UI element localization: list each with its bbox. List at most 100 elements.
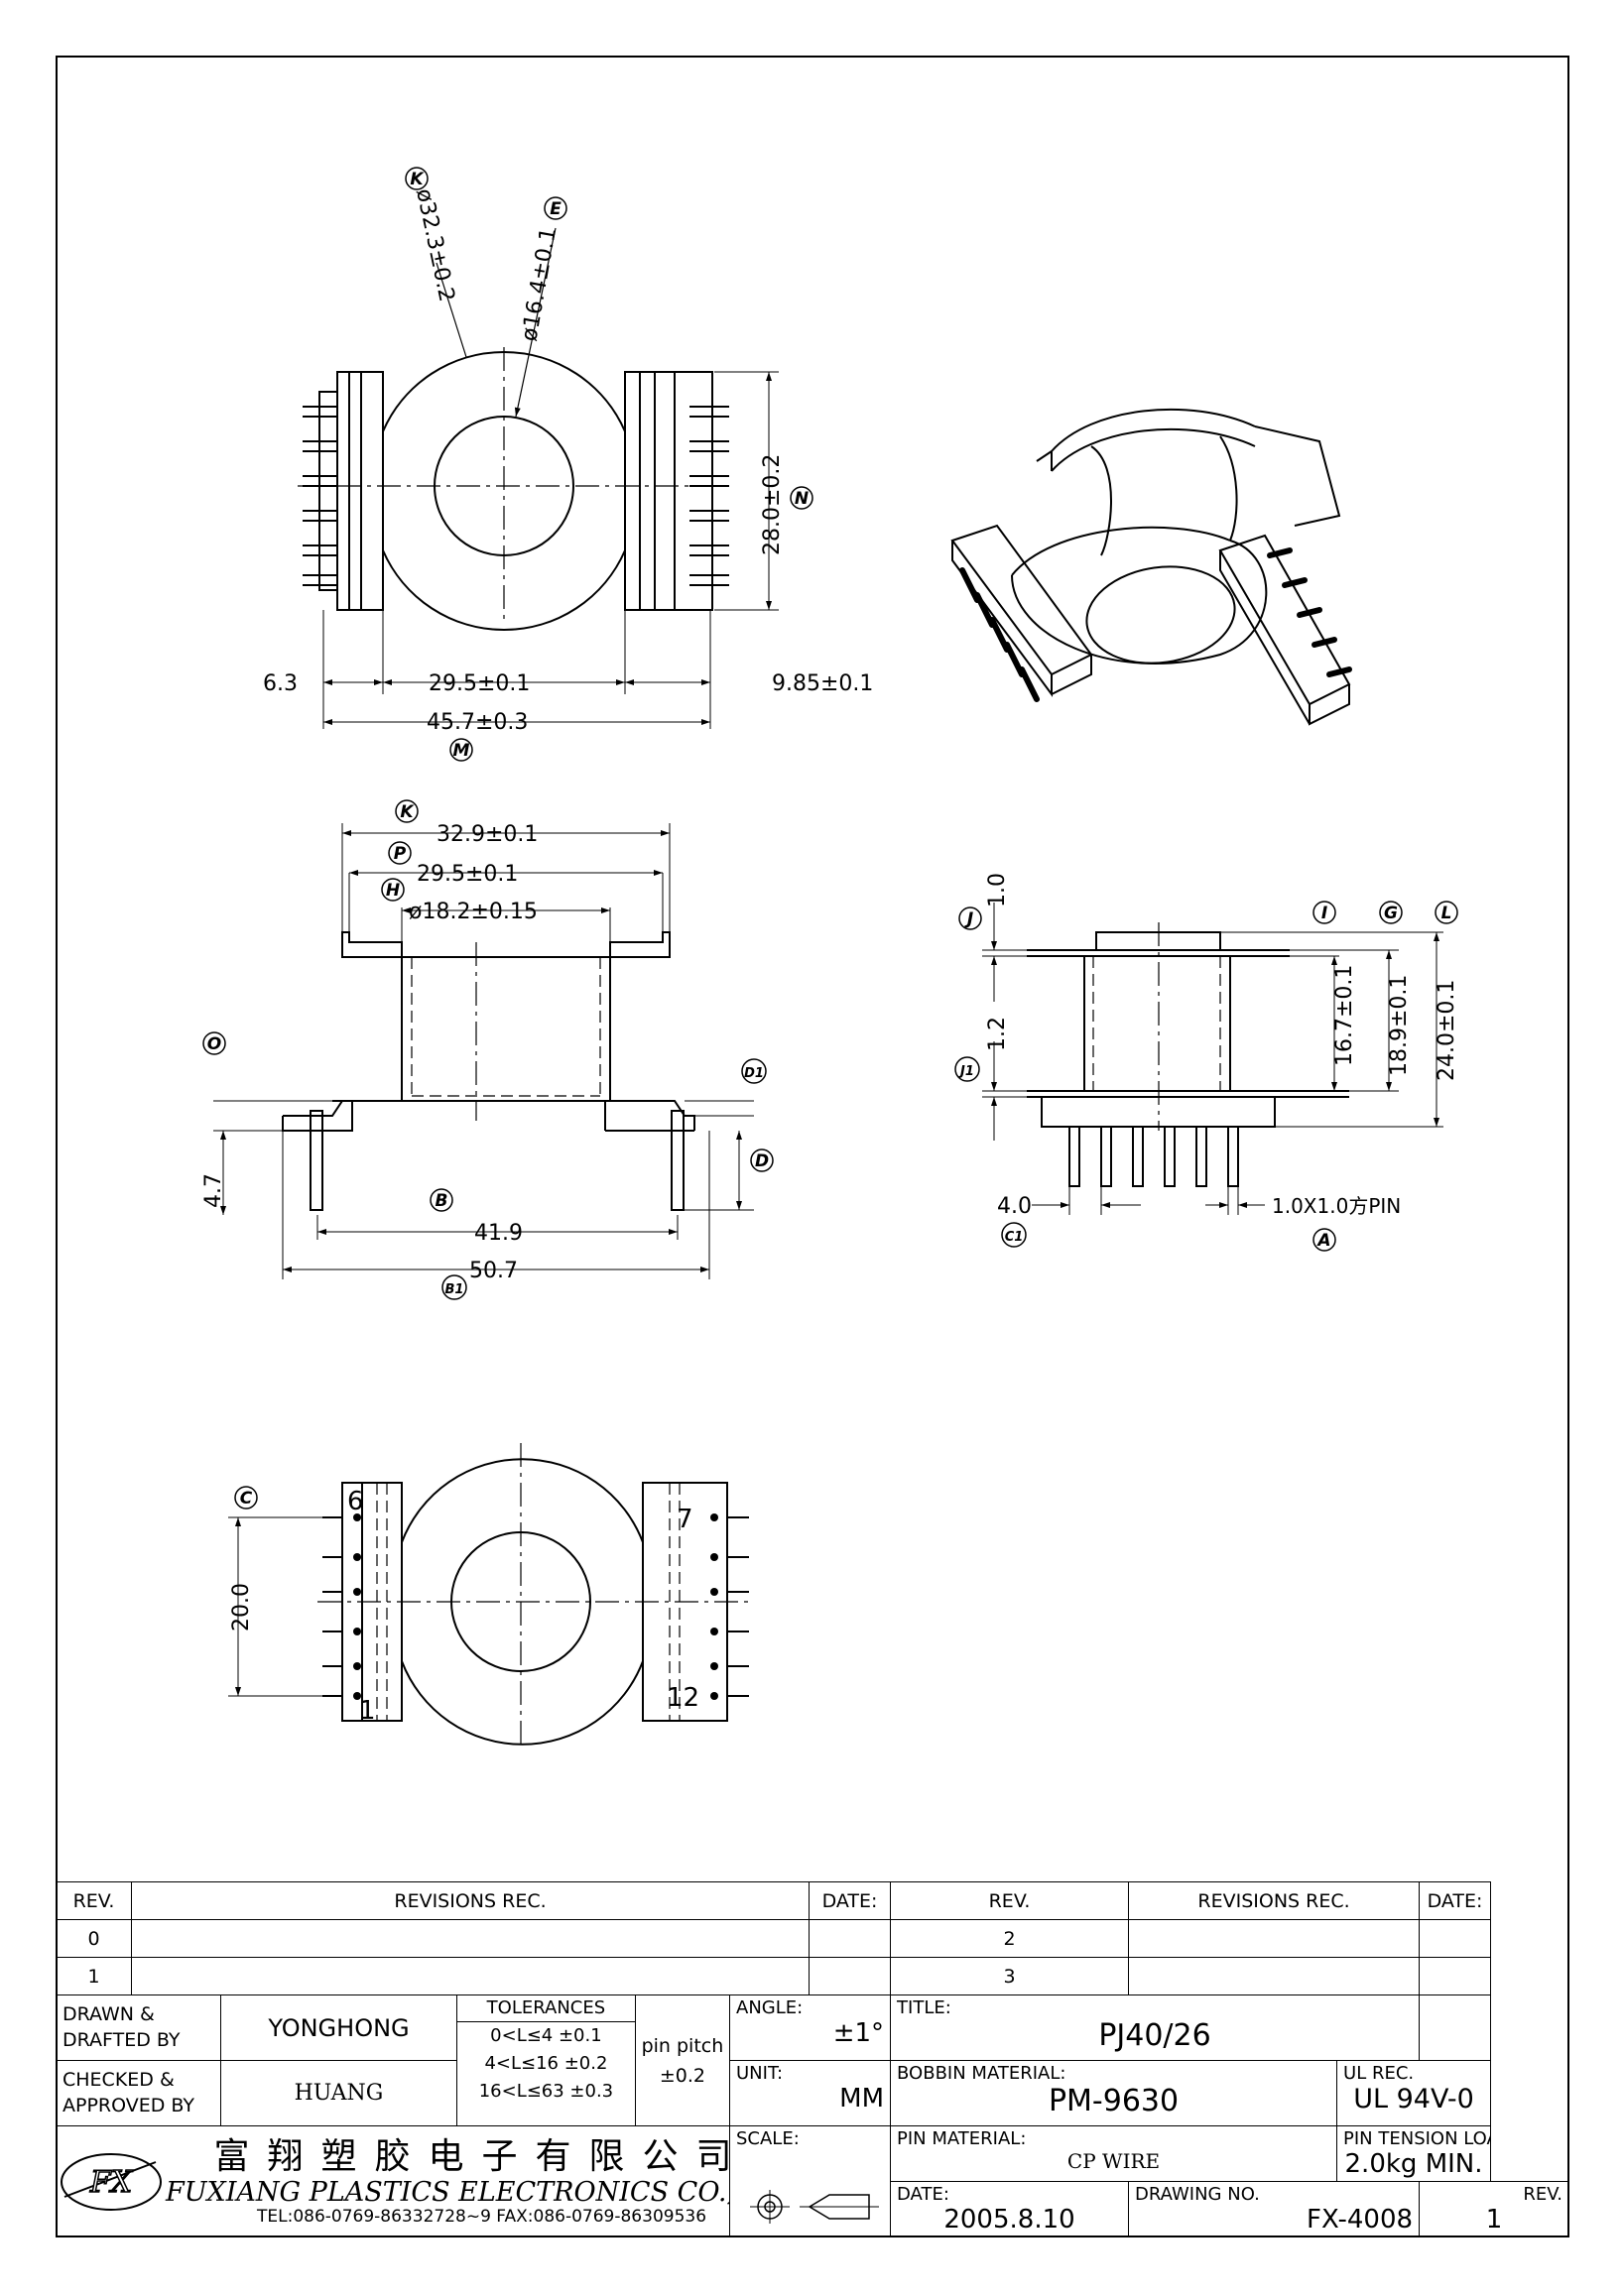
iso-pins — [959, 547, 1352, 702]
svg-text:B1: B1 — [445, 1282, 464, 1297]
unit-cell: UNIT: MM — [728, 2060, 892, 2126]
rev-row-0-date — [809, 1919, 892, 1958]
circled-label-e: E — [544, 196, 567, 220]
tol-line-1: 0<L≤4 ±0.1 — [490, 2025, 602, 2046]
drawing-no-label: DRAWING NO. — [1135, 2184, 1260, 2205]
svg-text:J: J — [964, 909, 973, 929]
side-view — [982, 903, 1443, 1215]
rev-row-3: 3 — [890, 1957, 1130, 1995]
dim-front-b: 41.9 — [474, 1221, 523, 1246]
bottom-view — [228, 1443, 754, 1746]
svg-text:O: O — [207, 1034, 221, 1054]
title-value: PJ40/26 — [1098, 2018, 1211, 2053]
pin-pitch-label: pin pitch — [641, 2034, 724, 2057]
dim-k-dia: ø32.3±0.2 — [411, 186, 459, 304]
circled-label-b: B — [430, 1188, 453, 1212]
unit-value: MM — [839, 2084, 885, 2114]
bobbin-label: BOBBIN MATERIAL: — [897, 2063, 1066, 2084]
angle-cell: ANGLE: ±1° — [728, 1994, 892, 2061]
pin-material-value: CP WIRE — [1066, 2149, 1161, 2173]
tension-label: PIN TENSION LOAD: — [1343, 2128, 1490, 2149]
company-logo: FX — [58, 2147, 167, 2217]
angle-value: ±1° — [832, 2018, 885, 2048]
checked-label: CHECKED & APPROVED BY — [56, 2060, 221, 2126]
tol-line-2: 4<L≤16 ±0.2 — [484, 2053, 608, 2074]
rev-row-2-desc — [1128, 1919, 1421, 1958]
svg-text:D1: D1 — [744, 1066, 764, 1081]
circled-label-d1: D1 — [741, 1058, 767, 1084]
pin-number-7: 7 — [677, 1505, 693, 1534]
pin-number-12: 12 — [667, 1683, 699, 1713]
dim-side-j1: 1.2 — [985, 1017, 1010, 1051]
drawn-value: YONGHONG — [220, 1994, 457, 2061]
rev-row-1-date — [809, 1957, 892, 1995]
svg-text:K: K — [410, 170, 425, 189]
pin-material-cell: PIN MATERIAL: CP WIRE — [890, 2125, 1338, 2182]
rev-row-3-desc — [1128, 1957, 1421, 1995]
tension-value: 2.0kg MIN. — [1344, 2149, 1483, 2179]
svg-text:I: I — [1321, 904, 1327, 923]
circled-label-a: A — [1312, 1228, 1336, 1252]
ul-cell: UL REC. UL 94V-0 — [1336, 2060, 1492, 2126]
ul-value: UL 94V-0 — [1353, 2084, 1474, 2115]
dim-front-k: 32.9±0.1 — [437, 822, 538, 847]
dim-side-pin: 1.0X1.0方PIN — [1272, 1194, 1401, 1218]
rev-row-2-date — [1419, 1919, 1492, 1958]
svg-text:L: L — [1441, 904, 1452, 923]
dim-e-dia: ø16.4±0.1 — [517, 226, 562, 343]
circled-label-g: G — [1379, 901, 1403, 924]
title-cell: TITLE: PJ40/26 — [890, 1994, 1421, 2061]
dim-total-w: 45.7±0.3 — [427, 710, 528, 735]
unit-label: UNIT: — [736, 2063, 784, 2084]
dim-side-l: 24.0±0.1 — [1435, 980, 1459, 1081]
svg-text:P: P — [394, 844, 407, 864]
rev-label: REV. — [1523, 2184, 1562, 2205]
dim-right-off: 9.85±0.1 — [772, 671, 873, 696]
circled-label-j: J — [958, 906, 982, 930]
dim-height: 28.0±0.2 — [760, 454, 785, 555]
circled-label-j1: J1 — [954, 1056, 980, 1082]
iso-view — [950, 408, 1351, 726]
circled-label-c: C — [234, 1486, 258, 1510]
pin-number-1: 1 — [359, 1696, 376, 1726]
company-contact: TEL:086-0769-86332728~9 FAX:086-0769-863… — [257, 2206, 707, 2227]
angle-label: ANGLE: — [736, 1997, 804, 2018]
projection-symbol — [728, 2181, 892, 2237]
svg-text:J1: J1 — [957, 1064, 974, 1079]
scale-cell: SCALE: — [728, 2125, 892, 2182]
svg-text:FX: FX — [89, 2165, 134, 2200]
top-view — [298, 227, 779, 729]
rev-cell: REV. 1 — [1419, 2181, 1569, 2237]
tolerances-block: TOLERANCES 0<L≤4 ±0.1 4<L≤16 ±0.2 16<L≤6… — [456, 1994, 730, 2126]
dim-side-g: 18.9±0.1 — [1387, 975, 1412, 1076]
date-header-right: DATE: — [1419, 1881, 1492, 1920]
svg-text:C1: C1 — [1005, 1230, 1024, 1245]
ul-label: UL REC. — [1343, 2063, 1415, 2084]
dim-front-b1: 50.7 — [469, 1259, 518, 1283]
dim-side-c1: 4.0 — [997, 1194, 1032, 1219]
company-name-cn: 富翔塑胶电子有限公司 — [213, 2135, 730, 2177]
pin-material-label: PIN MATERIAL: — [897, 2128, 1027, 2149]
rev-row-3-date — [1419, 1957, 1492, 1995]
dim-front-d-left: 4.7 — [201, 1173, 226, 1208]
rev-row-2: 2 — [890, 1919, 1130, 1958]
circled-label-m: M — [449, 738, 473, 762]
rev-row-0: 0 — [56, 1919, 132, 1958]
drawn-label: DRAWN & DRAFTED BY — [56, 1994, 221, 2061]
pin-pitch-value: ±0.2 — [659, 2064, 705, 2087]
circled-label-d: D — [750, 1148, 774, 1172]
rev-row-0-desc — [130, 1919, 811, 1958]
company-block: FX 富翔塑胶电子有限公司 FUXIANG PLASTICS ELECTRONI… — [56, 2125, 730, 2237]
svg-text:H: H — [386, 881, 400, 901]
tol-line-3: 16<L≤63 ±0.3 — [478, 2081, 614, 2102]
date-label: DATE: — [897, 2184, 949, 2205]
svg-text:K: K — [400, 802, 415, 822]
title-label: TITLE: — [897, 1997, 951, 2018]
title-block: REV. REVISIONS REC. DATE: REV. REVISIONS… — [56, 1881, 1569, 2237]
svg-text:B: B — [436, 1191, 448, 1211]
svg-text:N: N — [795, 489, 809, 509]
svg-text:G: G — [1384, 904, 1398, 923]
pin-number-6: 6 — [347, 1487, 364, 1516]
svg-text:M: M — [453, 741, 470, 761]
